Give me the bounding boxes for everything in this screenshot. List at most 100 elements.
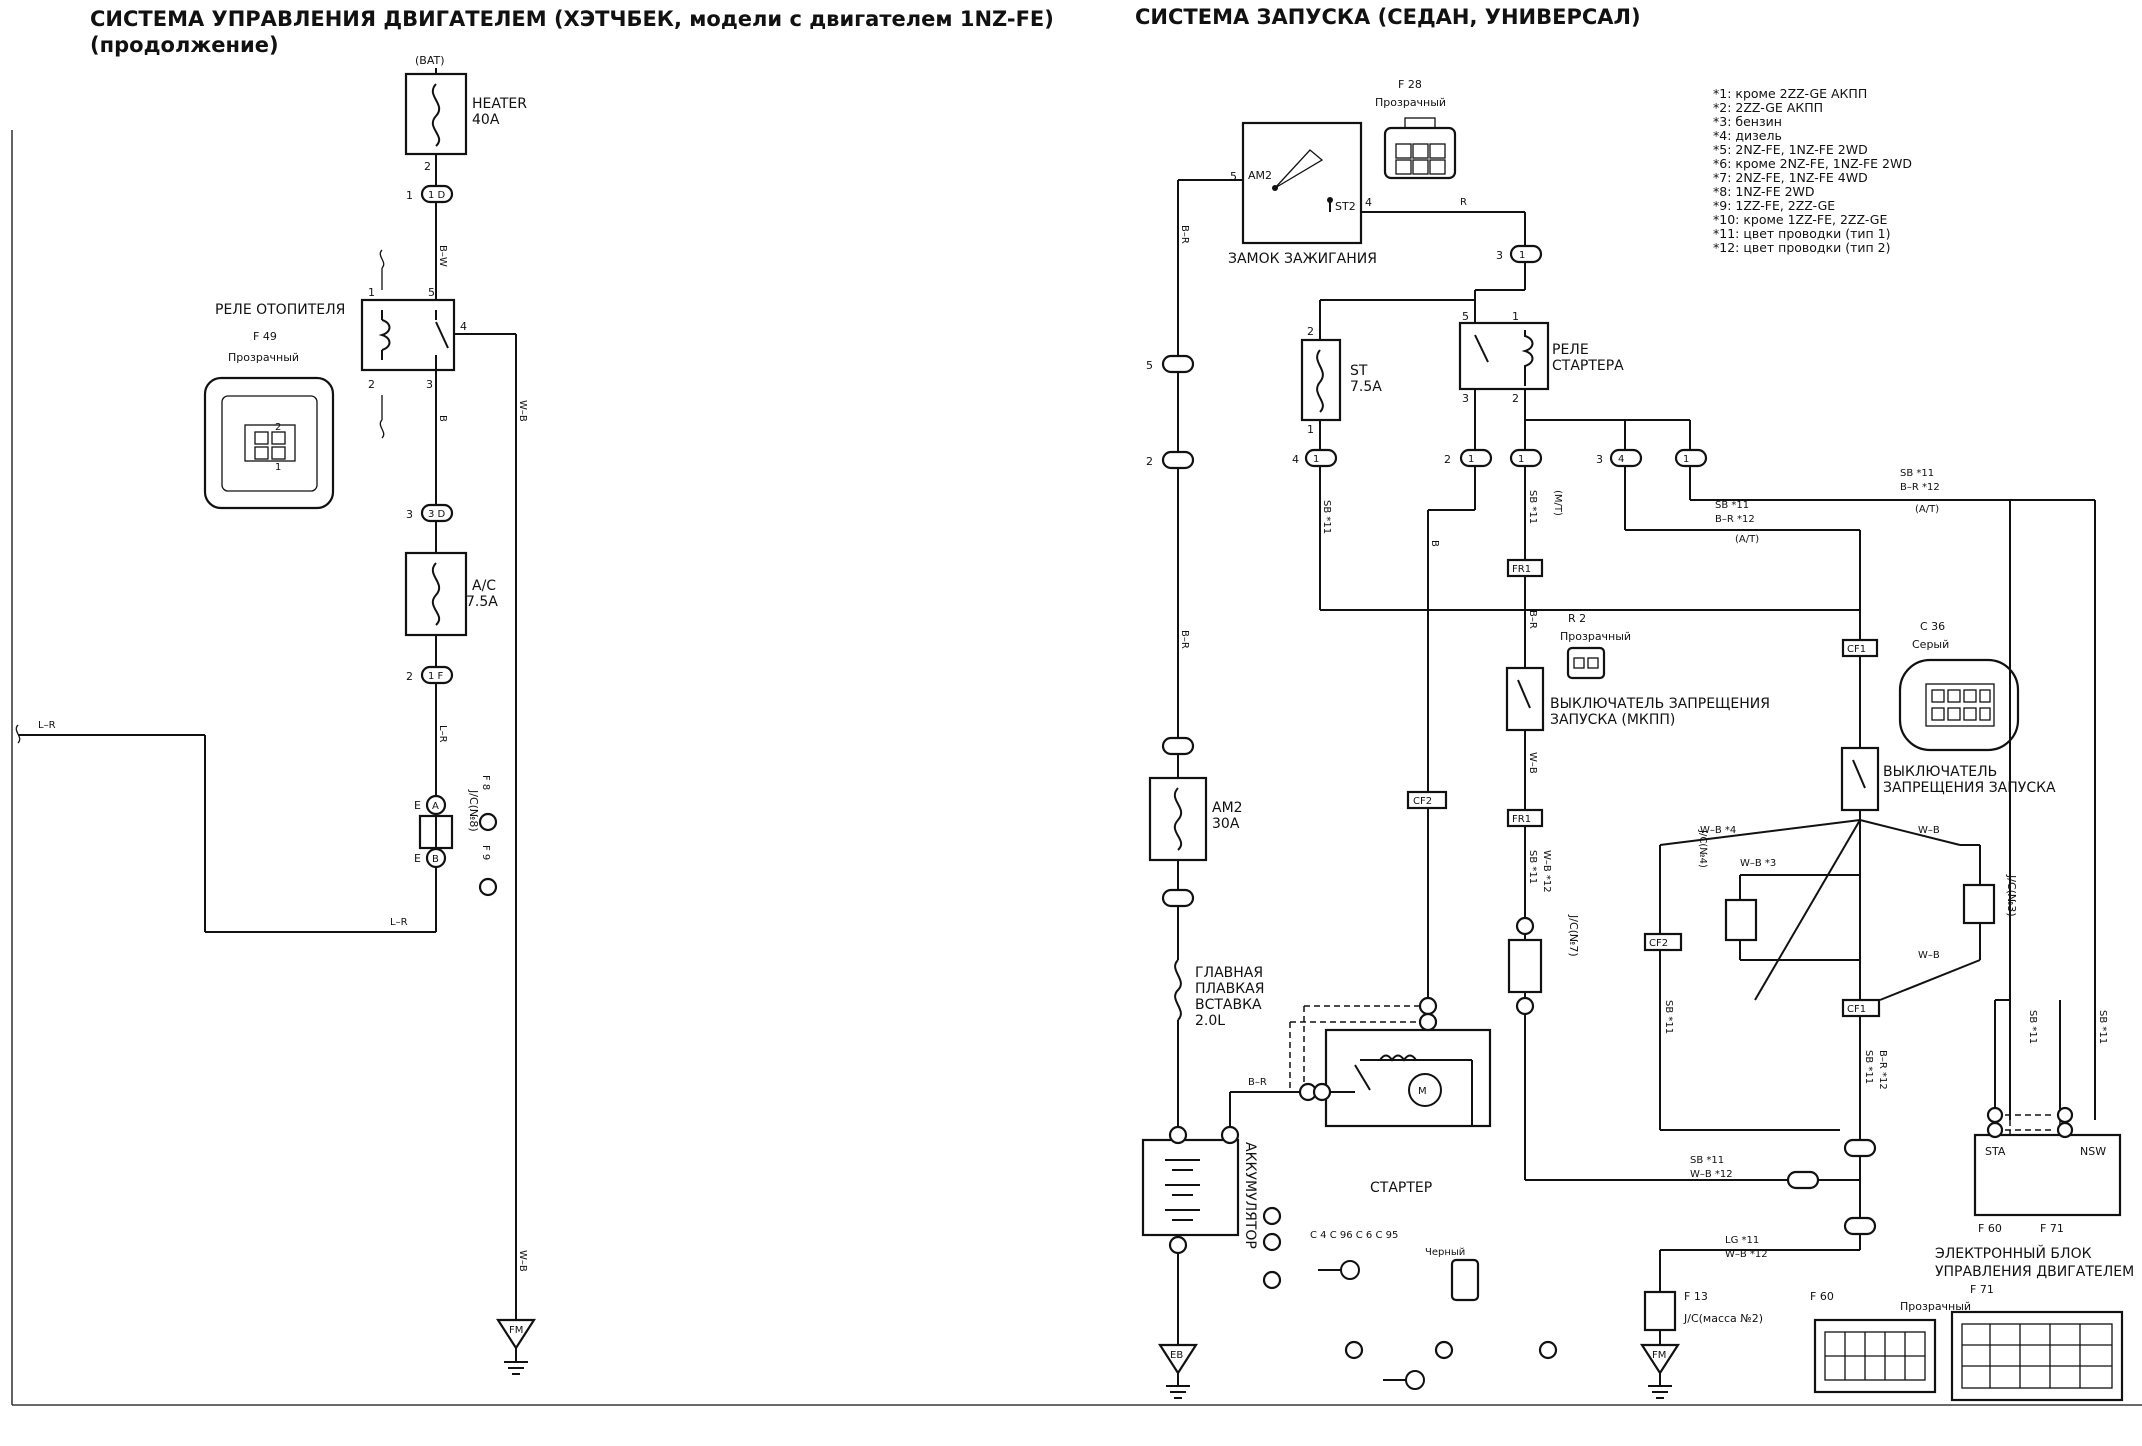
wire-b: B	[1429, 540, 1440, 547]
f28-connector-icon	[1383, 117, 1457, 180]
wire-sb11: SB *11	[2097, 1010, 2108, 1044]
wire-wb12: W–B *12	[1690, 1169, 1733, 1180]
battery-icon	[1165, 1159, 1200, 1221]
heater-fuse-amp: 40A	[472, 112, 500, 128]
wire-br: B–R	[1179, 225, 1190, 244]
main-fuse-label-4: 2.0L	[1195, 1013, 1225, 1029]
f60-connector-icon	[1813, 1318, 1937, 1394]
nsw-at-label-2: ЗАПРЕЩЕНИЯ ЗАПУСКА	[1883, 780, 2056, 796]
wire-sb11: SB *11	[1527, 490, 1538, 524]
wire-br: B–R	[1527, 610, 1538, 629]
wire-sb11: SB *11	[2027, 1010, 2038, 1044]
jc4-label: J/C(№4)	[1697, 829, 1708, 868]
pin: 5	[1462, 310, 1469, 323]
pin: 4	[1618, 454, 1624, 465]
c36-color: Серый	[1912, 638, 1949, 651]
ignition-switch-label: ЗАМОК ЗАЖИГАНИЯ	[1228, 251, 1377, 267]
connector-4f	[1843, 1216, 1877, 1236]
pin: 3	[426, 378, 433, 391]
wire-sb11: SB *11	[1715, 500, 1749, 511]
connector-cf1-label: CF1	[1847, 1004, 1866, 1015]
ac-fuse-amp: 7.5A	[466, 594, 498, 610]
ignition-switch-box	[1241, 121, 1363, 245]
wire-wb: W–B	[1527, 752, 1538, 774]
heater-relay-label: РЕЛЕ ОТОПИТЕЛЯ	[215, 302, 345, 318]
nsw-mt-label-1: ВЫКЛЮЧАТЕЛЬ ЗАПРЕЩЕНИЯ	[1550, 696, 1770, 712]
jc-mass2-box	[1643, 1290, 1677, 1332]
pin: 1	[1512, 310, 1519, 323]
pin: A	[432, 801, 439, 812]
pin: 4	[1292, 453, 1299, 466]
relay-switch-icon	[435, 321, 449, 349]
connector-cf2-label: CF2	[1413, 796, 1432, 807]
note: *9: 1ZZ-FE, 2ZZ-GE	[1713, 198, 1835, 213]
wire-lr: L–R	[437, 725, 448, 743]
battery-label: АККУМУЛЯТОР	[1242, 1142, 1258, 1249]
ecu-label-1: ЭЛЕКТРОННЫЙ БЛОК	[1935, 1244, 2092, 1262]
heater-relay-conn: F 49	[253, 330, 277, 343]
jc8-label: J/C(№8)	[467, 789, 480, 832]
connector-am2-top	[1161, 736, 1195, 756]
connector-1d-label: 1 D	[428, 190, 446, 201]
r2-connector-icon	[1566, 646, 1606, 680]
relay-coil-icon	[378, 310, 391, 360]
jc7-label: J/C(№7)	[1567, 914, 1580, 957]
wire-wb: W–B	[1918, 825, 1940, 836]
ecu-conn-f71: F 71	[2040, 1222, 2064, 1235]
relay-f49-connector-icon: 2 1	[203, 376, 335, 510]
wire-br12: B–R *12	[1900, 482, 1940, 493]
wire-sb11: SB *11	[1663, 1000, 1674, 1034]
left-title: СИСТЕМА УПРАВЛЕНИЯ ДВИГАТЕЛЕМ (ХЭТЧБЕК, …	[90, 7, 1054, 31]
jc8-conn-b: F 9	[480, 845, 491, 860]
pin: 3	[1496, 249, 1503, 262]
f13-conn: F 13	[1684, 1290, 1708, 1303]
ecu-conn-f60: F 60	[1978, 1222, 2002, 1235]
pin: 3	[406, 508, 413, 521]
note: *1: кроме 2ZZ-GE АКПП	[1713, 86, 1867, 101]
wire-sb11: SB *11	[1690, 1155, 1724, 1166]
c36-connector-icon	[1898, 658, 2020, 752]
wire-lr: L–R	[390, 917, 408, 928]
f60-conn: F 60	[1810, 1290, 1834, 1303]
connector-row: 1 1 1 4 1 4 2 3	[1292, 448, 1708, 468]
connector-fr1-label: FR1	[1512, 564, 1531, 575]
note: *3: бензин	[1713, 114, 1782, 129]
pin: 2	[368, 378, 375, 391]
f28-color: Прозрачный	[1375, 96, 1446, 109]
note: *5: 2NZ-FE, 1NZ-FE 2WD	[1713, 142, 1868, 157]
mt-label: (M/T)	[1552, 490, 1563, 516]
wire-sb11: SB *11	[1900, 468, 1934, 479]
wire-br: B–R	[1179, 630, 1190, 649]
wire-wb: W–B	[1918, 950, 1940, 961]
wire-wb12: W–B *12	[1541, 850, 1552, 893]
connector-1f-label: 1 F	[428, 671, 444, 682]
starter-box	[1324, 1028, 1492, 1128]
nsw-mt-switch-icon	[1517, 679, 1531, 709]
st-fuse-icon	[1316, 349, 1324, 413]
pin: 5	[1230, 170, 1237, 183]
connector-1c	[1509, 244, 1543, 264]
am2-fuse-amp: 30A	[1212, 816, 1240, 832]
ground-fm-left-icon	[495, 1318, 537, 1375]
pin: 3	[1462, 392, 1469, 405]
terminal-legend: C 4 C 96 C 6 C 95	[1310, 1230, 1398, 1241]
heater-fuse-box	[404, 72, 468, 156]
starter-motor-icon: M	[1354, 1054, 1473, 1125]
pin: B	[432, 854, 439, 865]
heater-relay-color: Прозрачный	[228, 351, 299, 364]
main-fusible-link-icon	[1174, 959, 1182, 1021]
ground-eb-label: EB	[1170, 1350, 1183, 1361]
pin: 2	[1146, 455, 1153, 468]
black-color: Черный	[1425, 1247, 1465, 1258]
ac-fuse-label: A/C	[472, 578, 496, 594]
connector-cf2-right	[1643, 932, 1683, 952]
pin: 1	[1518, 454, 1524, 465]
pin: E	[414, 799, 421, 812]
jc3-label: J/C(№3)	[2005, 874, 2018, 917]
ignition-key-icon	[1274, 149, 1324, 189]
connector-3d-label: 3 D	[428, 509, 446, 520]
connector-fr1-label: FR1	[1512, 814, 1531, 825]
at-label: (A/T)	[1735, 534, 1759, 545]
